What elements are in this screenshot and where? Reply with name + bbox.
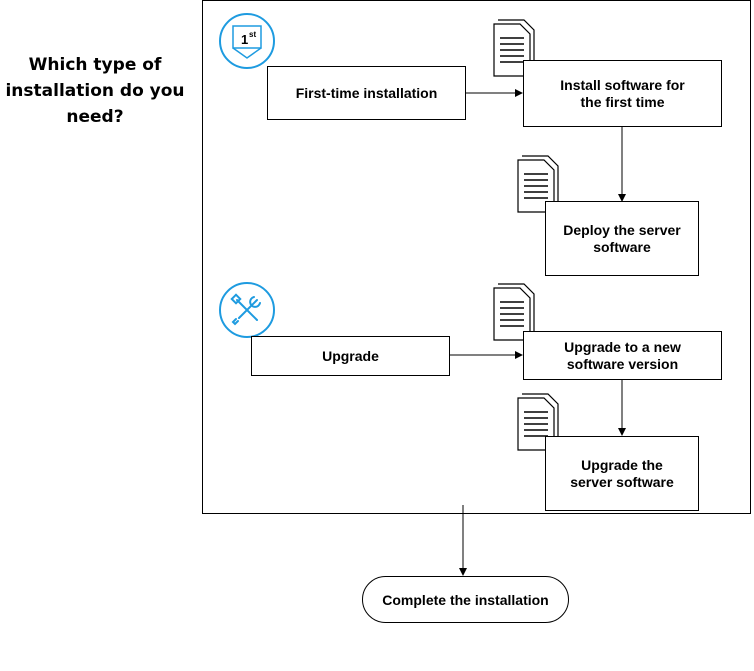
first-install-badge-icon: 1 st [219,13,275,69]
badge-superscript: st [249,30,256,39]
badge-number: 1 [241,32,248,47]
upgrade-new-version-box[interactable]: Upgrade to a new software version [523,331,722,380]
tools-icon [219,282,275,338]
upgrade-server-box[interactable]: Upgrade the server software [545,436,699,511]
upgrade-box[interactable]: Upgrade [251,336,450,376]
document-icon [517,155,559,213]
document-icon [493,283,535,341]
install-software-box[interactable]: Install software for the first time [523,60,722,127]
complete-installation-terminal[interactable]: Complete the installation [362,576,569,623]
first-time-installation-box[interactable]: First-time installation [267,66,466,120]
question-text: Which type of installation do you need? [5,55,185,127]
installation-paths-frame [202,0,751,514]
document-icon [493,19,535,77]
deploy-server-box[interactable]: Deploy the server software [545,201,699,276]
